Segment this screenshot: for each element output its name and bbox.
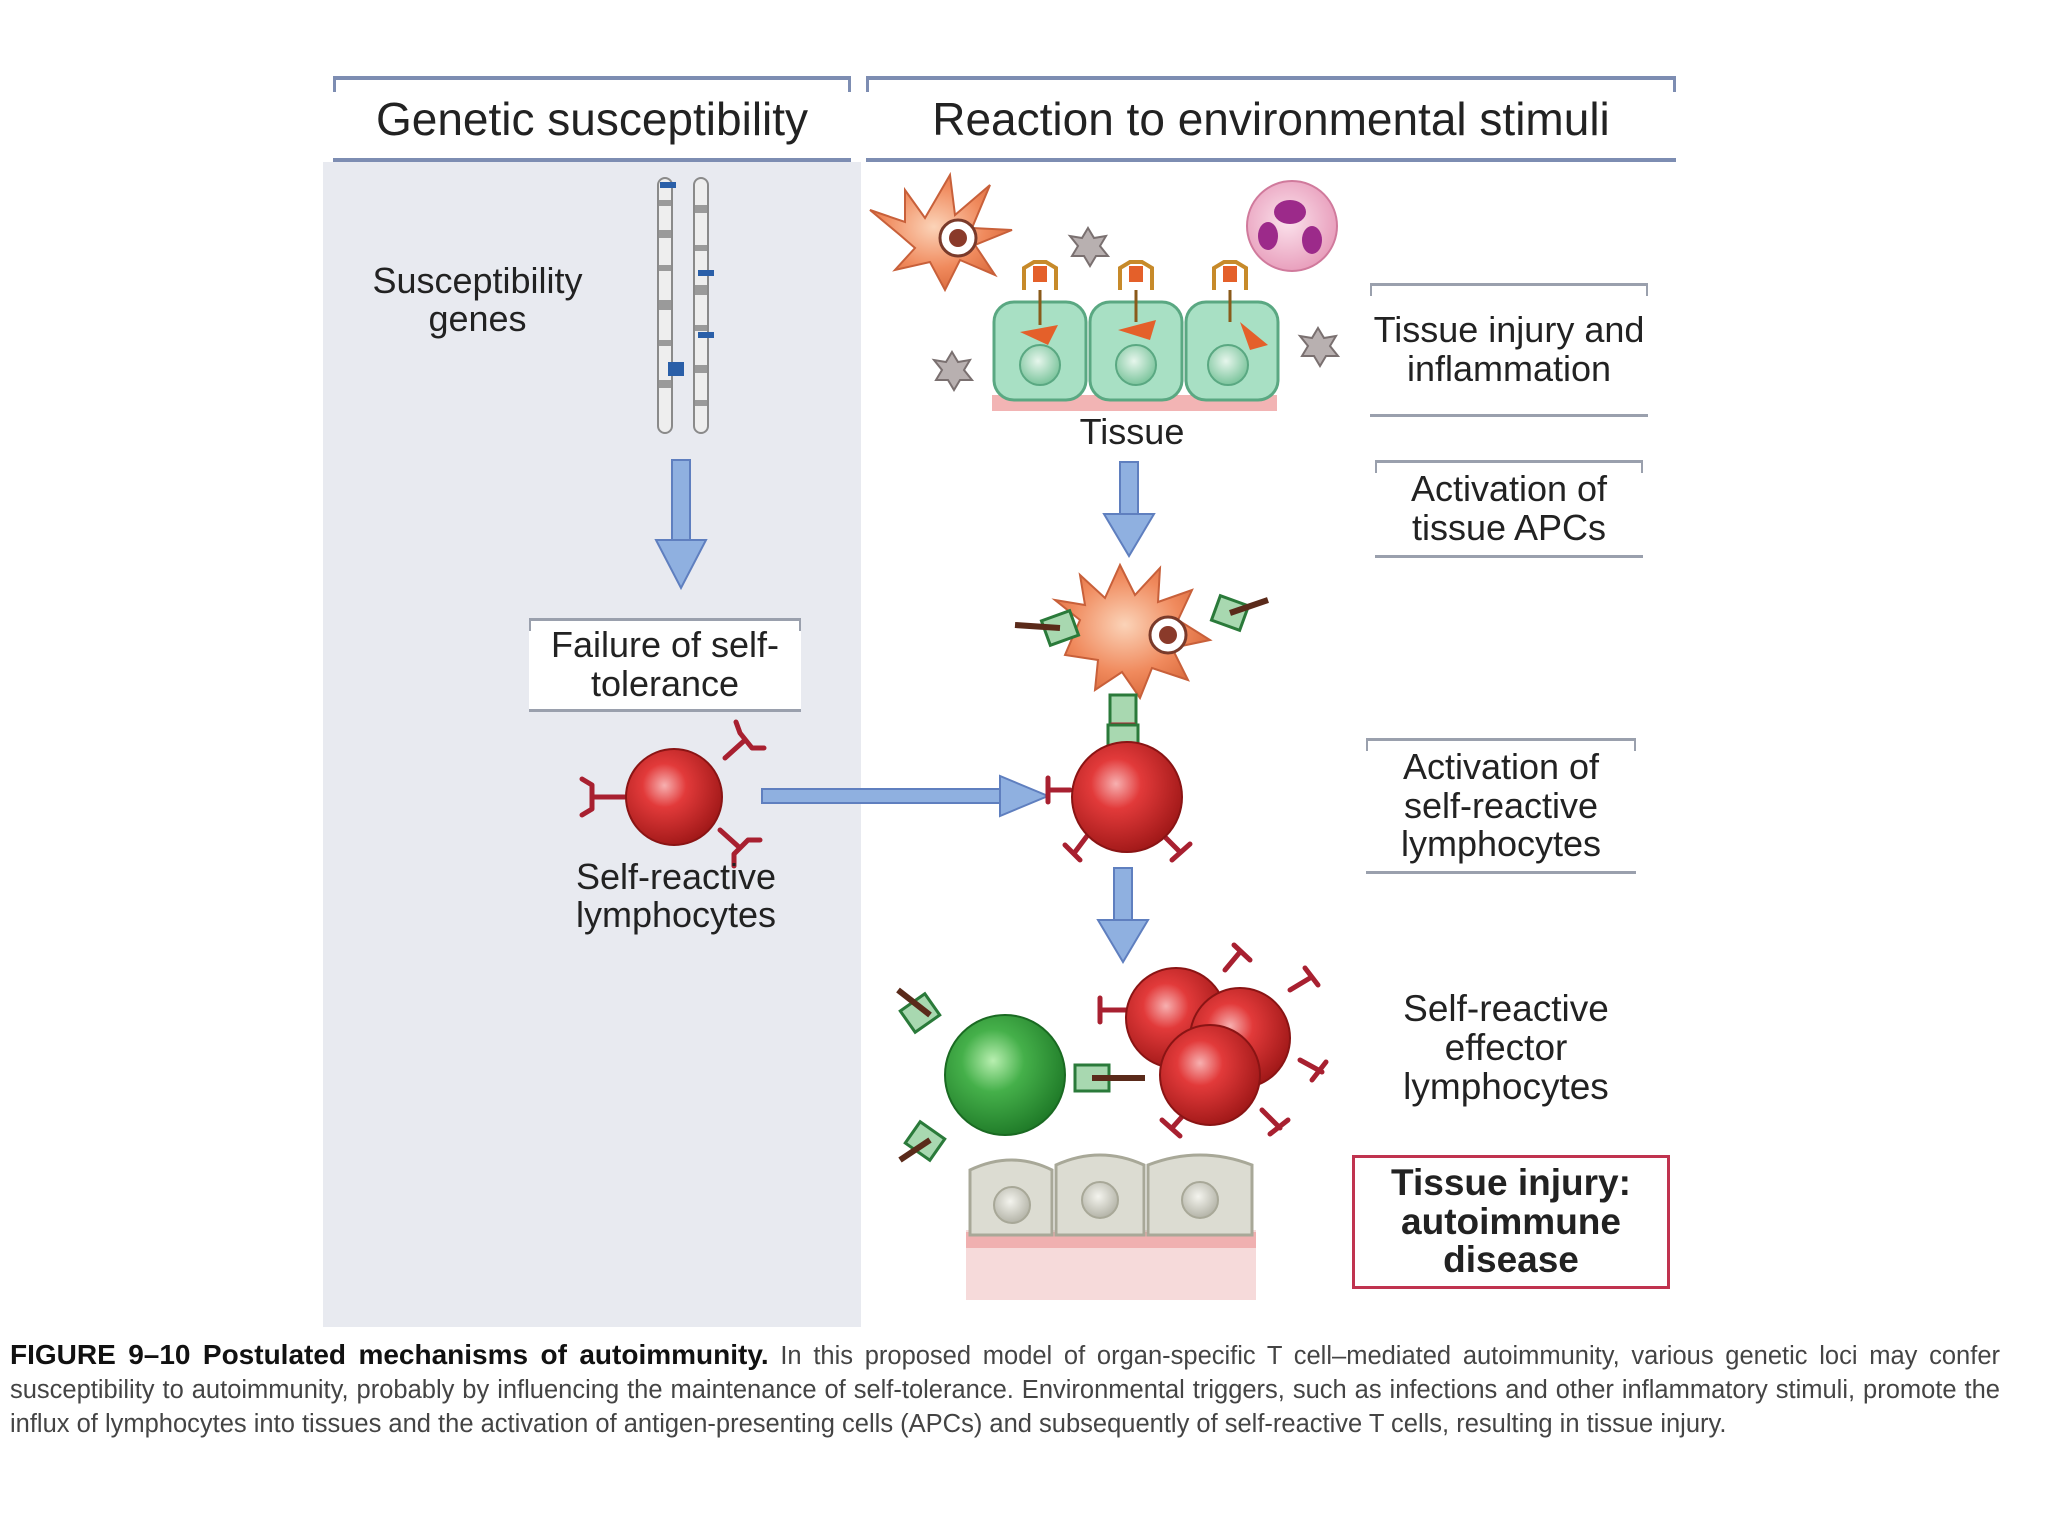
arrow-left-to-right-lymphocyte bbox=[761, 774, 1051, 818]
box-activation-self-reactive-text: Activation of self-reactive lymphocytes bbox=[1400, 745, 1602, 865]
arrow-tissue-to-apc bbox=[1102, 461, 1156, 558]
self-reactive-lymphocyte-left bbox=[579, 719, 767, 869]
figure-caption-text: In this proposed model of organ-specific… bbox=[10, 1342, 2000, 1438]
header-genetic-susceptibility-text: Genetic susceptibility bbox=[375, 93, 809, 145]
box-activation-tissue-apcs: Activation of tissue APCs bbox=[1375, 460, 1643, 558]
box-outcome-autoimmune-disease: Tissue injury: autoimmune disease bbox=[1352, 1155, 1670, 1289]
chromosome-pair-icon bbox=[657, 177, 714, 434]
damaged-tissue-icon bbox=[966, 1153, 1256, 1300]
box-activation-tissue-apcs-text: Activation of tissue APCs bbox=[1410, 468, 1608, 548]
arrow-activation-to-effector bbox=[1096, 867, 1150, 964]
box-tissue-injury-inflammation: Tissue injury and inflammation bbox=[1370, 283, 1648, 417]
header-environmental-stimuli-text: Reaction to environmental stimuli bbox=[932, 93, 1610, 145]
genetic-panel-background bbox=[323, 162, 861, 1327]
activated-apc-icon bbox=[1014, 562, 1269, 727]
box-activation-self-reactive: Activation of self-reactive lymphocytes bbox=[1366, 738, 1636, 874]
box-tissue-injury-inflammation-text: Tissue injury and inflammation bbox=[1373, 309, 1645, 389]
green-apc-icon bbox=[896, 987, 1145, 1163]
label-self-reactive-lymphocytes: Self-reactive lymphocytes bbox=[575, 856, 777, 935]
label-self-reactive-effector: Self-reactive effector lymphocytes bbox=[1403, 988, 1609, 1107]
header-environmental-stimuli: Reaction to environmental stimuli bbox=[866, 76, 1676, 162]
activated-lymphocyte-icon bbox=[1045, 722, 1193, 863]
neutrophil-icon bbox=[1246, 180, 1338, 272]
dendritic-cell-top-icon bbox=[869, 171, 1013, 293]
label-susceptibility-genes: Susceptibility genes bbox=[372, 260, 583, 339]
box-failure-self-tolerance-text: Failure of self-tolerance bbox=[550, 624, 780, 704]
effector-lymphocytes-icon bbox=[1097, 942, 1329, 1139]
box-failure-self-tolerance: Failure of self-tolerance bbox=[529, 618, 801, 712]
virus-particle-icon bbox=[931, 226, 1341, 392]
figure-caption-label: FIGURE 9–10 Postulated mechanisms of aut… bbox=[10, 1339, 769, 1370]
arrow-genes-to-failure bbox=[654, 459, 708, 591]
header-genetic-susceptibility: Genetic susceptibility bbox=[333, 76, 851, 162]
tissue-epithelium-icon bbox=[992, 260, 1280, 411]
label-tissue: Tissue bbox=[1079, 411, 1185, 452]
figure-caption: FIGURE 9–10 Postulated mechanisms of aut… bbox=[10, 1338, 2000, 1441]
box-outcome-text: Tissue injury: autoimmune disease bbox=[1391, 1162, 1631, 1281]
